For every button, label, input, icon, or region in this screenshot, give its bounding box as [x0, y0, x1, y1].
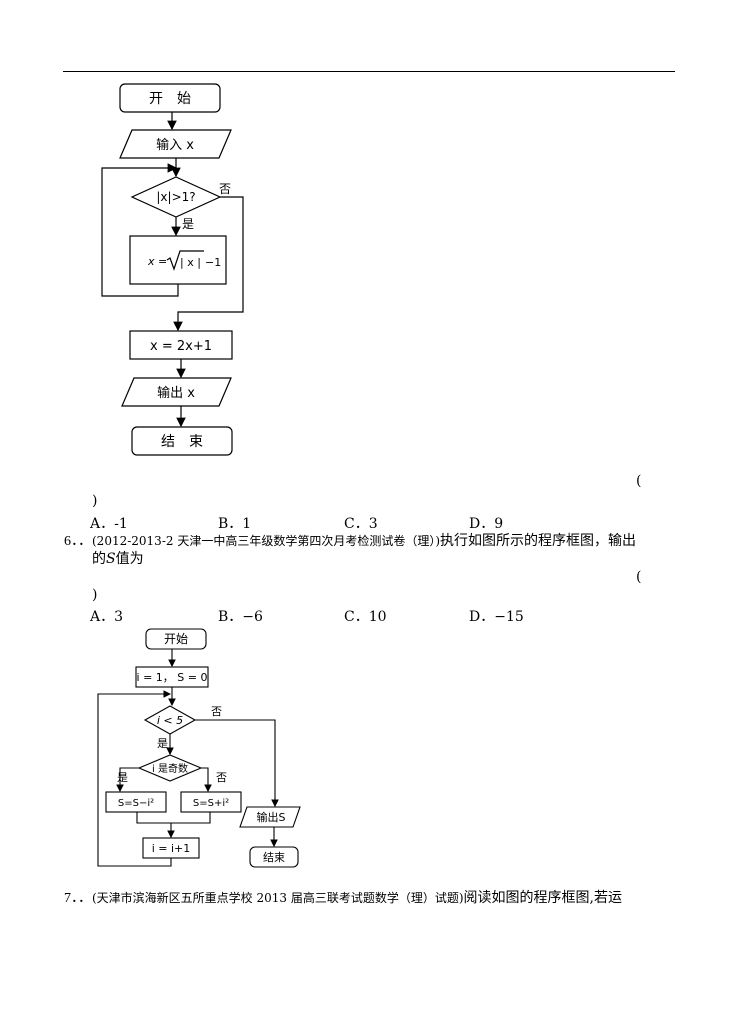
- fc2-end-box: [249, 846, 299, 868]
- fc1-process-rhs: −1: [205, 256, 221, 269]
- q7-stem: 阅读如图的程序框图,若运: [463, 890, 622, 906]
- fc1-output-label: 输出 x: [157, 385, 195, 401]
- fc2-start-label: 开始: [164, 632, 188, 646]
- fc1-condition-label: |x|>1?: [156, 190, 195, 204]
- flowchart-1: 开 始 输入 x |x|>1? 否 是 x = | x | −1 x = 2x+…: [101, 83, 244, 456]
- fc1-input-label: 输入 x: [156, 137, 194, 153]
- fc2-odd-diamond: [137, 754, 203, 782]
- fc1-start-label: 开 始: [149, 91, 191, 107]
- fc2-cond-label: i < 5: [157, 714, 183, 727]
- fc1-process-radicand: | x |: [180, 256, 201, 269]
- q5-paren-close: ): [92, 493, 98, 509]
- fc2-cond-diamond: [143, 705, 197, 735]
- fc1-no-label: 否: [219, 182, 231, 196]
- fc2-right-label: S=S+i²: [193, 798, 229, 809]
- fc2-output-label: 输出S: [257, 810, 286, 824]
- fc2-incr-label: i = i+1: [152, 842, 191, 855]
- fc2-yes-label: 是: [157, 737, 168, 750]
- q6-stem-var: S: [106, 551, 116, 567]
- q6-line2: 的S值为: [92, 550, 144, 568]
- fc1-start-box: [119, 83, 221, 113]
- q6-line1: 6．．(2012-2013-2 天津一中高三年级数学第四次月考检测试卷（理）)执…: [64, 532, 636, 551]
- q6-source: (2012-2013-2 天津一中高三年级数学第四次月考检测试卷（理）): [92, 534, 441, 548]
- fc2-right-box: [180, 791, 242, 813]
- q5-option-a: A．-1: [90, 516, 128, 532]
- fc1-yes-label: 是: [182, 217, 194, 231]
- fc2-init-label: i = 1， S = 0: [137, 671, 208, 684]
- fc2-left-label: S=S−i²: [118, 798, 154, 809]
- header-rule: [63, 71, 675, 72]
- fc2-output-box: [239, 806, 301, 828]
- fc2-end-label: 结束: [263, 851, 285, 864]
- q6-stem-a: 执行如图所示的程序框图，输出: [440, 533, 637, 549]
- fc2-odd-yes-label: 是: [117, 771, 128, 784]
- fc2-init-box: [135, 666, 209, 688]
- q5-option-c: C．3: [344, 516, 378, 532]
- q6-stem-prefix: 的: [92, 551, 106, 567]
- fc2-start-box: [145, 628, 207, 650]
- q6-option-a: A．3: [90, 609, 124, 625]
- q6-option-b: B．−6: [218, 609, 263, 625]
- fc2-incr-box: [142, 837, 200, 859]
- fc2-odd-label: i 是奇数: [152, 762, 188, 775]
- q6-paren-open: (: [636, 569, 642, 585]
- fc1-assign-label: x = 2x+1: [150, 339, 212, 354]
- q7-number: 7．．: [64, 891, 92, 906]
- fc1-end-label: 结 束: [161, 434, 203, 450]
- fc2-odd-no-label: 否: [216, 771, 227, 784]
- q6-option-c: C．10: [344, 609, 387, 625]
- q6-option-d: D．−15: [469, 609, 524, 625]
- q5-option-d: D．9: [469, 516, 504, 532]
- fc2-left-box: [105, 791, 167, 813]
- fc1-process-lhs: x =: [147, 255, 167, 268]
- fc1-output-box: [121, 377, 232, 407]
- fc2-no-label: 否: [211, 705, 222, 718]
- q7-source: (天津市滨海新区五所重点学校 2013 届高三联考试题数学（理）试题): [92, 891, 464, 905]
- q7-line1: 7．．(天津市滨海新区五所重点学校 2013 届高三联考试题数学（理）试题)阅读…: [64, 889, 622, 908]
- q6-paren-close: ): [92, 587, 98, 603]
- q6-stem-suffix: 值为: [115, 551, 144, 567]
- fc1-input-box: [119, 129, 232, 159]
- q6-number: 6．．: [64, 534, 92, 549]
- q5-paren-open: (: [636, 473, 642, 489]
- q5-option-b: B．1: [218, 516, 252, 532]
